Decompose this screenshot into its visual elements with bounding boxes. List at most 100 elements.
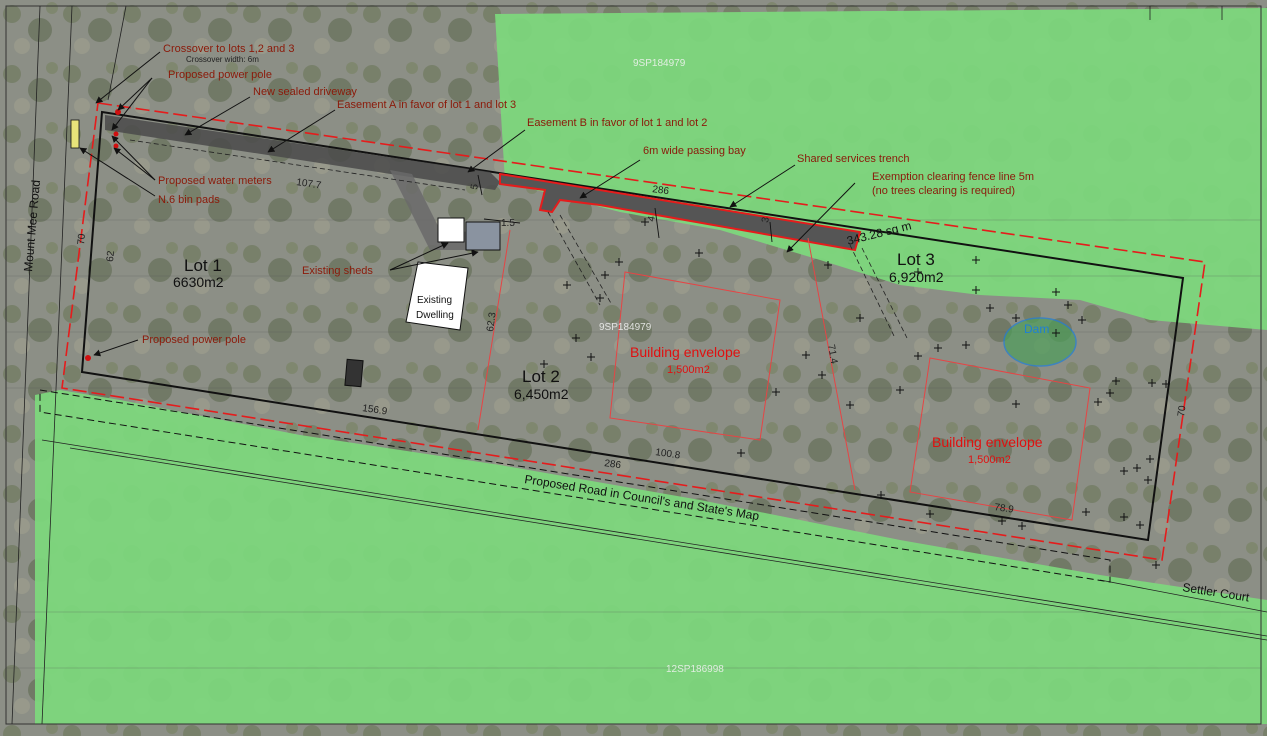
tree-marker [856, 314, 864, 322]
tree-marker [572, 334, 580, 342]
tree-marker [972, 286, 980, 294]
existing-shed-2 [465, 221, 501, 251]
vegetation-area-south [35, 390, 1267, 724]
building-envelope-lot2 [609, 271, 781, 441]
tree-marker [914, 352, 922, 360]
tree-marker [563, 281, 571, 289]
envelope-lot3-label: Building envelope [932, 434, 1043, 450]
power-pole-top-label: Proposed power pole [168, 69, 272, 81]
dim-1-5: 1.5 [501, 218, 515, 229]
lot1-name: Lot 1 [184, 256, 222, 275]
existing-dwelling [405, 261, 469, 331]
tree-marker [737, 449, 745, 457]
exemption-label-1: Exemption clearing fence line 5m [872, 171, 1034, 183]
tree-marker [587, 353, 595, 361]
tree-marker [1094, 398, 1102, 406]
tree-marker [1162, 380, 1170, 388]
dim-100-8: 100.8 [655, 447, 682, 461]
easement-a-label: Easement A in favor of lot 1 and lot 3 [337, 99, 516, 111]
dim-71-4: 71.4 [825, 344, 839, 366]
power-pole-bottom-label: Proposed power pole [142, 334, 246, 346]
crossover-label: Crossover to lots 1,2 and 3 [163, 43, 294, 55]
cadastral-lines [11, 5, 1267, 725]
tree-marker [1120, 513, 1128, 521]
existing-dwelling-label-2: Dwelling [416, 310, 454, 321]
tree-marker [1078, 316, 1086, 324]
dim-62: 62 [105, 250, 117, 262]
tree-marker [1052, 329, 1060, 337]
dim-156-9: 156.9 [362, 403, 389, 417]
bin-pads [70, 119, 80, 149]
leader-arrows [79, 51, 856, 357]
dim-286-top: 286 [652, 184, 670, 197]
proposed-boundary [61, 102, 1206, 561]
dim-62-3: 62.3 [485, 311, 499, 332]
building-envelope-lot3 [909, 357, 1091, 521]
tree-marker [540, 360, 548, 368]
envelope-lot2-label: Building envelope [630, 344, 741, 360]
tree-marker [596, 294, 604, 302]
dim-78-9: 78.9 [994, 502, 1015, 516]
dam [1003, 317, 1077, 367]
tree-marker [1064, 301, 1072, 309]
exemption-label-2: (no trees clearing is required) [872, 185, 1015, 197]
lot1-area: 6630m2 [173, 274, 224, 290]
tree-marker [1133, 464, 1141, 472]
tree-marker [998, 517, 1006, 525]
tree-marker [818, 371, 826, 379]
tree-marker [641, 218, 649, 226]
tree-marker [896, 386, 904, 394]
water-meter-2 [113, 143, 119, 149]
dim-286-bottom: 286 [604, 458, 622, 471]
tree-marker [934, 344, 942, 352]
driveway-label: New sealed driveway [253, 86, 357, 98]
tree-marker [1012, 314, 1020, 322]
existing-shed-1 [437, 217, 465, 243]
lot3-name: Lot 3 [897, 250, 935, 269]
tree-marker [962, 341, 970, 349]
tree-marker [1106, 389, 1114, 397]
easement-lines [129, 139, 908, 339]
water-meter-1 [113, 131, 119, 137]
tree-marker [1112, 377, 1120, 385]
tree-marker [986, 304, 994, 312]
vegetation-area-north [495, 8, 1267, 330]
tree-marker [615, 258, 623, 266]
passing-bay-label: 6m wide passing bay [643, 145, 746, 157]
dim-4: 4 [646, 215, 658, 223]
lot-dividers [477, 229, 856, 491]
driveway-branch [390, 170, 470, 250]
tree-marker [1148, 379, 1156, 387]
dim-107-7: 107.7 [296, 177, 323, 191]
tree-marker [1120, 467, 1128, 475]
bin-pads-label: N.6 bin pads [158, 194, 220, 206]
envelope-lot2-area: 1,500m2 [667, 364, 710, 376]
lot2-area: 6,450m2 [514, 386, 569, 402]
crossover-width-label: Crossover width: 6m [186, 55, 259, 64]
dim-5: 5 [469, 183, 481, 191]
tree-marker [926, 510, 934, 518]
tree-marker [1052, 288, 1060, 296]
existing-dwelling-label-1: Existing [417, 295, 452, 306]
envelope-lot3-area: 1,500m2 [968, 454, 1011, 466]
tree-markers [540, 218, 1170, 569]
dam-label: Dam [1024, 322, 1049, 336]
services-trench-label: Shared services trench [797, 153, 910, 165]
power-pole-top [115, 109, 121, 115]
sealed-driveway [105, 115, 500, 190]
parcel-id-top: 9SP184979 [633, 58, 686, 69]
tree-marker [601, 271, 609, 279]
tree-marker [1136, 521, 1144, 529]
tree-marker [877, 491, 885, 499]
parcel-id-mid: 9SP184979 [599, 322, 652, 333]
proposed-road-outline [39, 389, 1111, 583]
tree-marker [824, 261, 832, 269]
existing-sheds-label: Existing sheds [302, 265, 373, 277]
lot3-area: 6,920m2 [889, 269, 944, 285]
lot-boundary [80, 110, 1185, 542]
tree-marker [914, 268, 922, 276]
tree-marker [802, 351, 810, 359]
tree-marker [1018, 522, 1026, 530]
